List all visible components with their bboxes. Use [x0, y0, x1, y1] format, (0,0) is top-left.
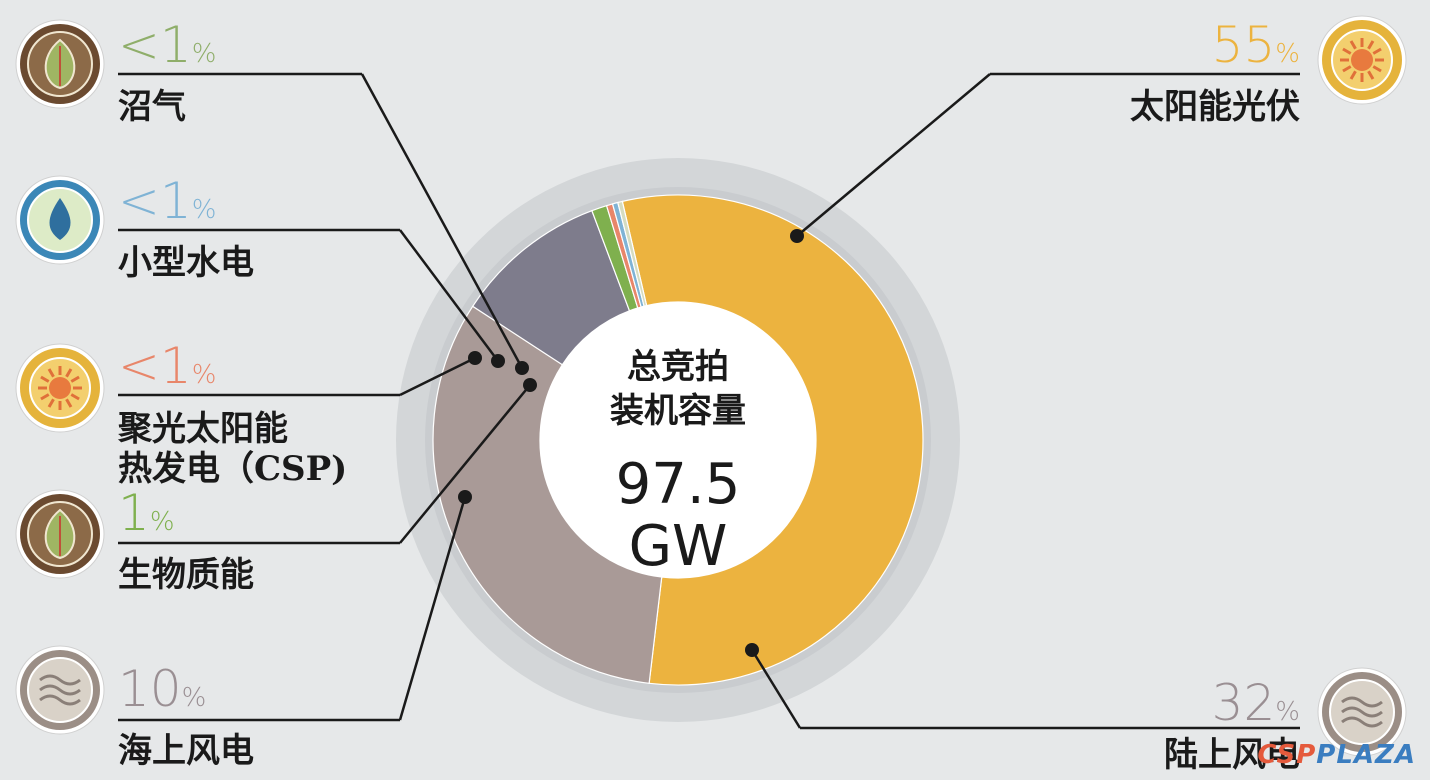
leader-line [750, 649, 802, 729]
sun-icon [1317, 15, 1407, 105]
wind-icon [1317, 667, 1407, 757]
percent-solar-pv: 55% [1212, 16, 1300, 74]
leader-line [399, 356, 476, 397]
label-offshore-wind: 海上风电 [118, 731, 254, 771]
leader-dot [523, 378, 537, 392]
center-value-line: GW [629, 514, 728, 579]
percent-biomass: 1% [118, 484, 175, 542]
percent-small-hydro: <1% [118, 172, 216, 230]
center-title-line: 装机容量 [610, 391, 746, 431]
leader-line [796, 73, 991, 237]
leader-dot [458, 490, 472, 504]
percent-csp: <1% [118, 337, 216, 395]
center-value-line: 97.5 [616, 452, 741, 517]
label-csp: 热发电（CSP) [118, 449, 347, 489]
leader-dot [468, 351, 482, 365]
watermark-part1: CSP [1257, 740, 1317, 770]
leader-line [398, 229, 500, 362]
watermark-part2: PLAZA [1316, 740, 1416, 770]
watermark: CSPPLAZA [1257, 740, 1416, 770]
sun-icon [15, 343, 105, 433]
leader-dot [491, 354, 505, 368]
percent-offshore-wind: 10% [118, 660, 206, 718]
wind-icon [15, 645, 105, 735]
leader-dot [745, 643, 759, 657]
label-solar-pv: 太阳能光伏 [1130, 87, 1300, 127]
leader-line [399, 384, 531, 544]
leader-line [360, 73, 524, 369]
leaf-icon [15, 489, 105, 579]
leader-dot [790, 229, 804, 243]
leaf-icon [15, 19, 105, 109]
label-biogas: 沼气 [118, 87, 186, 127]
donut-center [540, 302, 816, 578]
label-small-hydro: 小型水电 [118, 243, 254, 283]
leader-dot [515, 361, 529, 375]
label-csp: 聚光太阳能 [117, 409, 288, 449]
label-onshore-wind: 陆上风电 [1164, 735, 1300, 775]
leader-line [398, 496, 467, 721]
percent-onshore-wind: 32% [1212, 674, 1300, 732]
center-title-line: 总竞拍 [627, 347, 729, 387]
label-biomass: 生物质能 [118, 555, 254, 595]
percent-biogas: <1% [118, 16, 216, 74]
water-drop-icon [15, 175, 105, 265]
